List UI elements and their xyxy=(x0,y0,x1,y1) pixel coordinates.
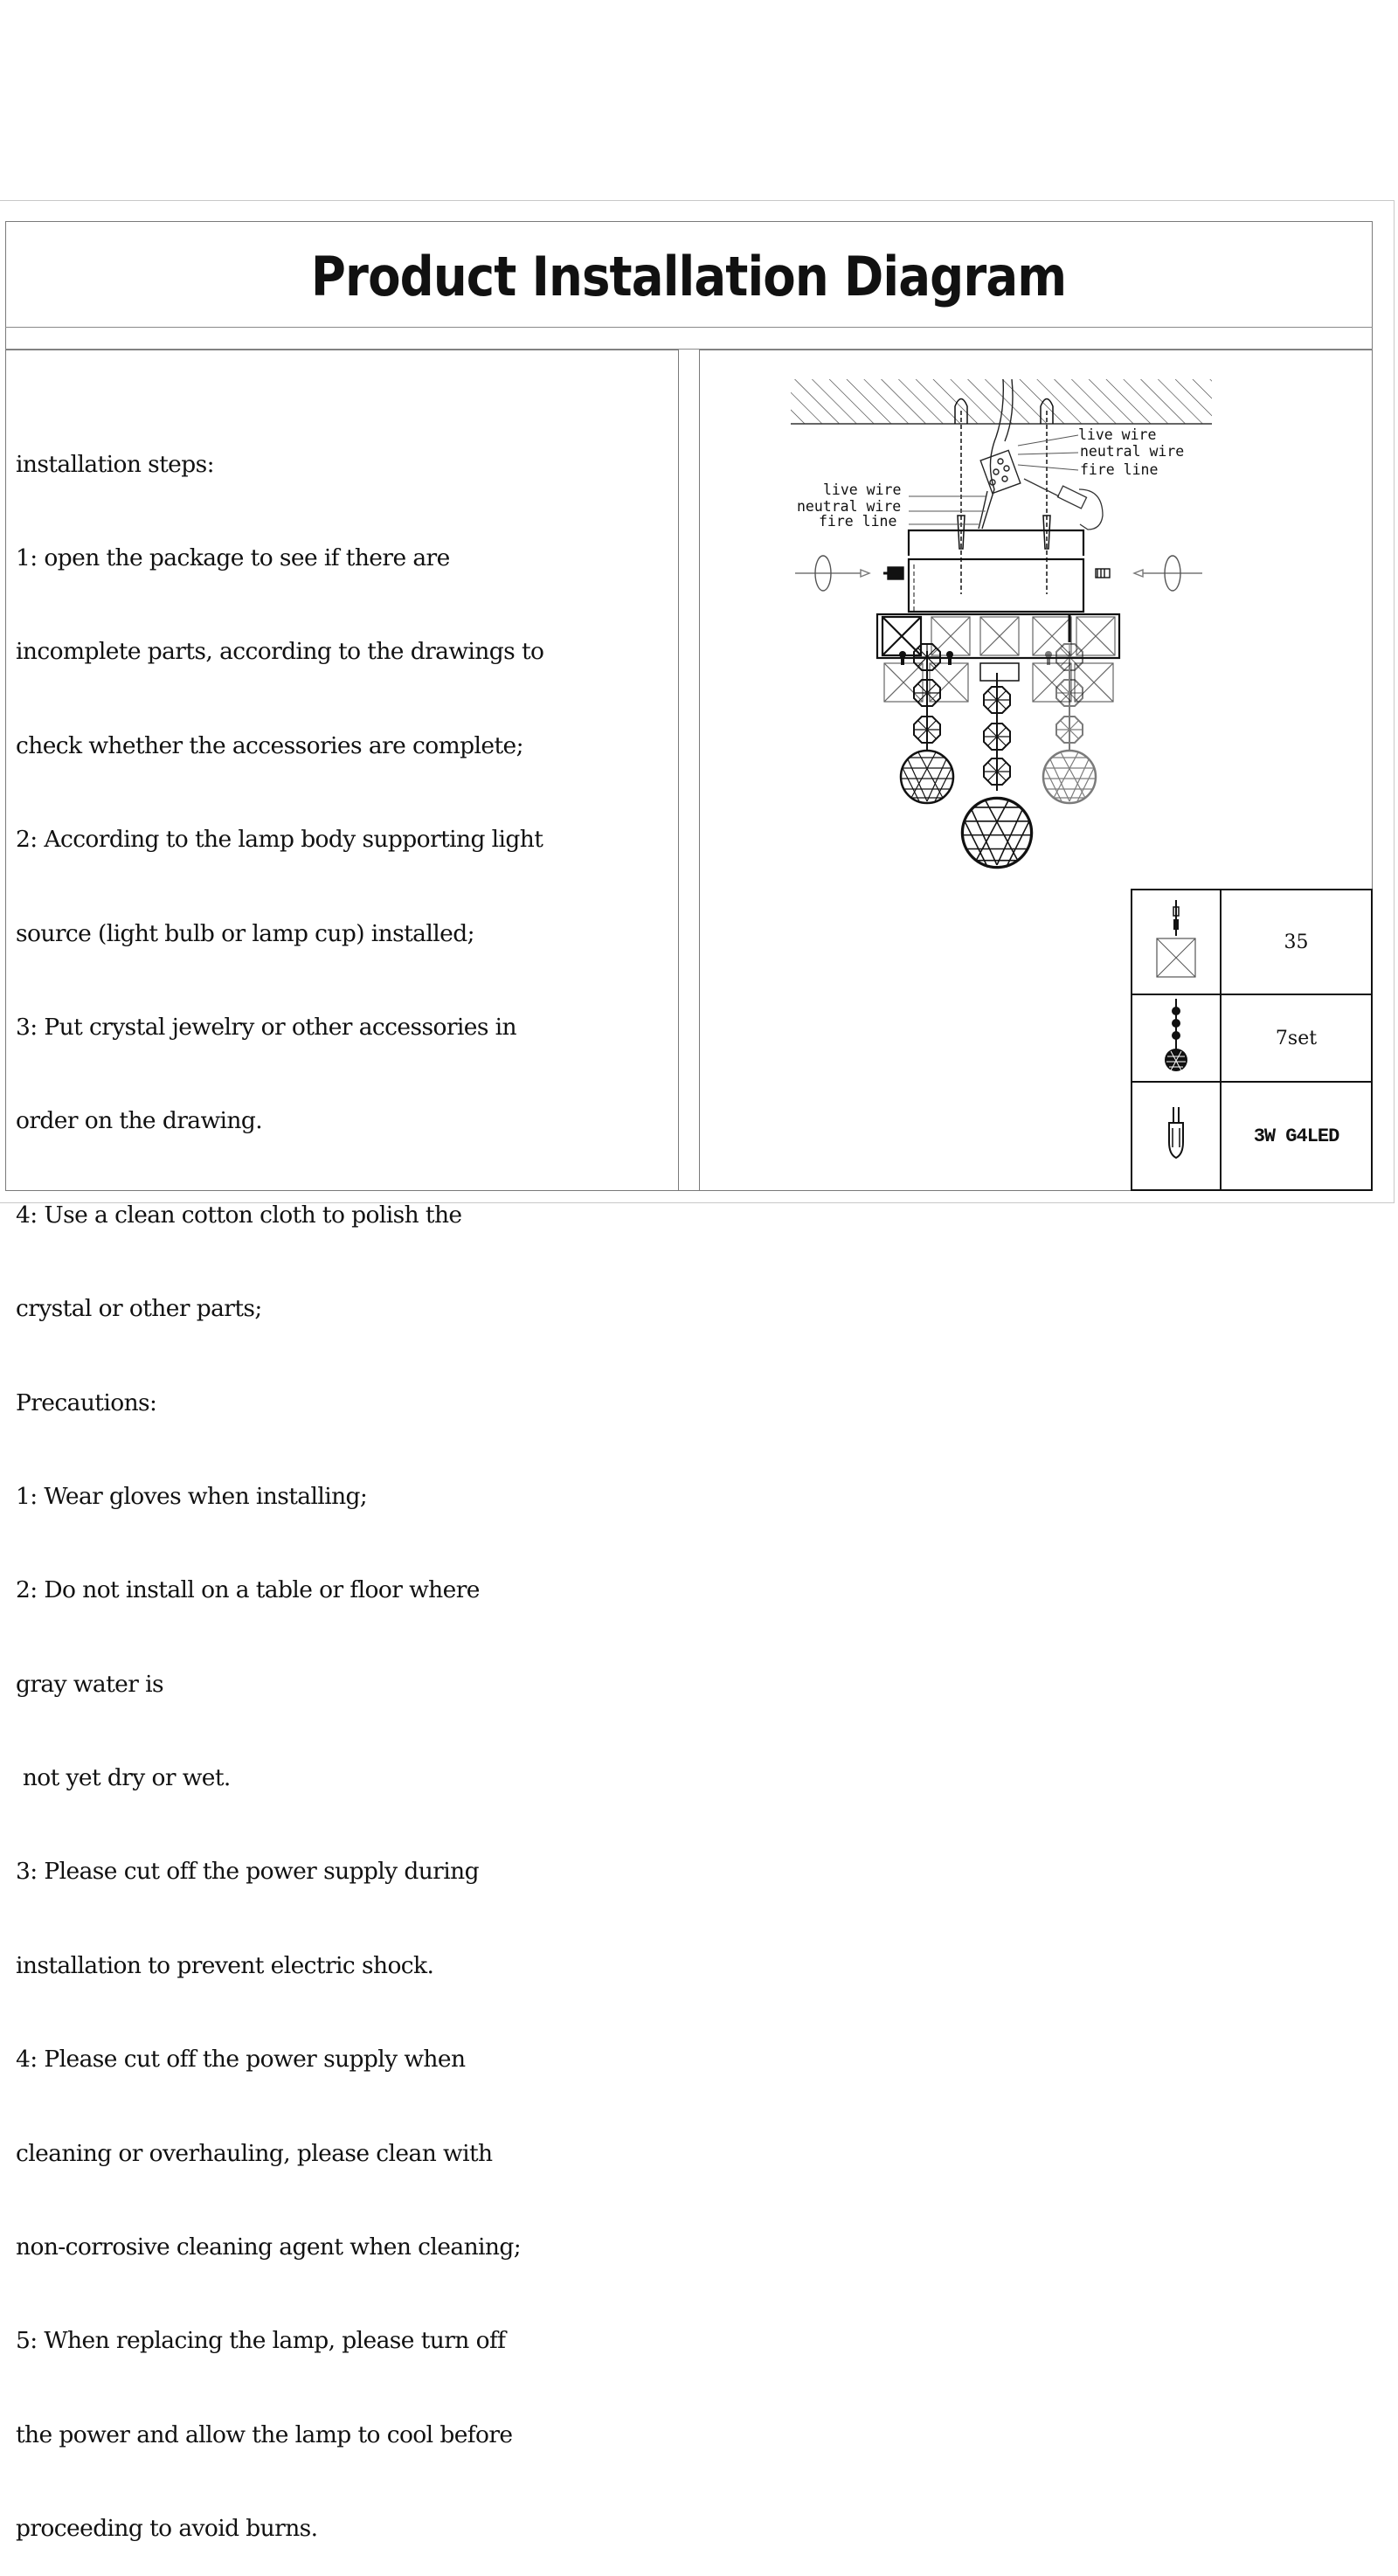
instruction-line: Precautions: xyxy=(16,1388,157,1416)
title-row: Product Installation Diagram xyxy=(5,221,1373,328)
instruction-line: 3: Put crystal jewelry or other accessor… xyxy=(16,1013,517,1041)
instruction-line: 4: Use a clean cotton cloth to polish th… xyxy=(16,1201,462,1229)
page-title: Product Installation Diagram xyxy=(311,245,1067,308)
label-live-wire-left: live wire xyxy=(823,481,901,498)
instruction-line: 5: When replacing the lamp, please turn … xyxy=(16,2327,506,2355)
instructions-panel xyxy=(5,350,679,1191)
label-neutral-wire-left: neutral wire xyxy=(797,498,901,515)
instruction-line: 1: Wear gloves when installing; xyxy=(16,1482,368,1510)
wire-terminal xyxy=(978,378,1021,530)
instruction-line: cleaning or overhauling, please clean wi… xyxy=(16,2139,493,2167)
parts-qty-square-crystal: 35 xyxy=(1220,889,1373,995)
instruction-line: non-corrosive cleaning agent when cleani… xyxy=(16,2233,522,2261)
instruction-line: proceeding to avoid burns. xyxy=(16,2515,318,2543)
label-fire-line-left: fire line xyxy=(819,513,896,530)
label-fire-line-right: fire line xyxy=(1080,461,1158,478)
crystal-ball-strand-icon xyxy=(1131,994,1222,1083)
instruction-line: installation steps: xyxy=(16,450,215,478)
instruction-line: 2: Do not install on a table or floor wh… xyxy=(16,1576,480,1604)
parts-qty-crystal-strand: 7set xyxy=(1220,994,1373,1083)
label-neutral-wire-right: neutral wire xyxy=(1080,443,1184,460)
parts-spec-bulb: 3W G4LED xyxy=(1220,1081,1373,1191)
instruction-line: the power and allow the lamp to cool bef… xyxy=(16,2420,513,2448)
parts-row: 7set xyxy=(1131,994,1373,1083)
parts-row: 3W G4LED xyxy=(1131,1081,1373,1191)
side-screws xyxy=(795,555,1202,592)
title-divider xyxy=(5,328,1373,350)
square-crystal-icon xyxy=(1131,889,1222,995)
label-live-wire-right: live wire xyxy=(1078,426,1156,443)
instruction-line: crystal or other parts; xyxy=(16,1295,262,1323)
instruction-line: source (light bulb or lamp cup) installe… xyxy=(16,919,475,947)
g4-bulb-icon xyxy=(1131,1081,1222,1191)
bulb-spec-text: 3W G4LED xyxy=(1253,1125,1340,1147)
instructions-text: installation steps: 1: open the package … xyxy=(16,386,662,2576)
ceiling-anchors xyxy=(954,398,1054,594)
instruction-line: incomplete parts, according to the drawi… xyxy=(16,638,544,666)
label-leaders xyxy=(909,434,1079,525)
instruction-line: not yet dry or wet. xyxy=(16,1764,232,1792)
diagram-panel xyxy=(699,350,1373,1191)
instruction-line: 4: Please cut off the power supply when xyxy=(16,2046,466,2074)
sheet-border xyxy=(0,200,1395,1203)
parts-list-table: 35 7set 3W G4LED xyxy=(1131,889,1373,1191)
instruction-line: 2: According to the lamp body supporting… xyxy=(16,826,543,854)
instruction-line: 1: open the package to see if there are xyxy=(16,544,450,571)
instruction-line: installation to prevent electric shock. xyxy=(16,1951,434,1979)
mounting-bracket xyxy=(907,529,1085,613)
crystal-strand-right xyxy=(1042,643,1097,805)
crystal-strand-center xyxy=(960,673,1034,869)
instruction-line: 3: Please cut off the power supply durin… xyxy=(16,1858,480,1886)
screwdriver-icon xyxy=(1023,478,1104,530)
parts-row: 35 xyxy=(1131,889,1373,995)
instruction-line: gray water is xyxy=(16,1670,164,1698)
instruction-line: check whether the accessories are comple… xyxy=(16,731,524,759)
instruction-line: order on the drawing. xyxy=(16,1107,263,1135)
crystal-base xyxy=(875,613,1121,703)
crystal-strand-left xyxy=(899,643,955,805)
installation-diagram: live wire neutral wire fire line live wi… xyxy=(791,378,1212,869)
